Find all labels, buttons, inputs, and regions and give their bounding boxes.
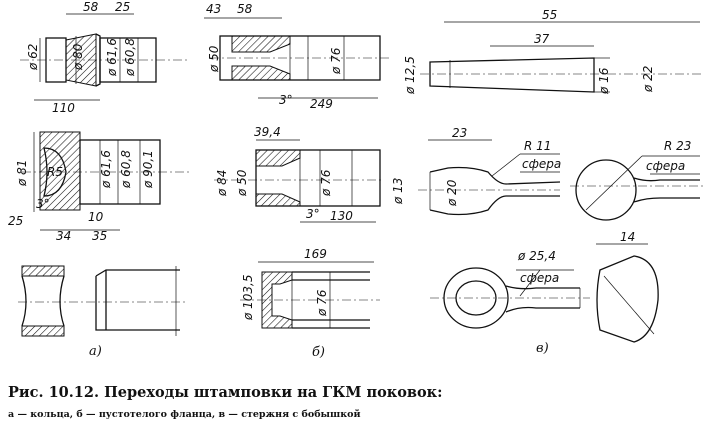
dim-dia608: ø 60,8 [123,38,137,77]
dim-dia20: ø 20 [445,179,459,207]
dim-249: 249 [310,97,333,111]
dim-sphere-3: сфера [520,271,559,285]
dim-dia76: ø 76 [329,47,343,75]
dim-dia76b: ø 76 [319,169,333,197]
panel-b-flange: 43 58 ø 50 ø 76 3° 249 39,4 ø 84 ø 50 ø … [204,2,392,360]
dim-dia608b: ø 60,8 [119,150,133,189]
dim-34: 34 [56,229,71,243]
dim-sphere-1: сфера [522,157,561,171]
rod-step-4 [430,243,659,343]
dim-dia125: ø 12,5 [403,56,417,95]
dim-130: 130 [330,209,353,223]
dim-10: 10 [88,210,104,224]
dim-dia13: ø 13 [391,178,405,205]
dim-23: 23 [452,126,467,140]
dim-dia50: ø 50 [207,45,221,73]
figure-legend: а — кольца, б — пустотелого фланца, в — … [8,409,361,420]
dim-dia616b: ø 61,6 [99,150,113,189]
panel-v-rod: 55 37 ø 12,5 ø 16 ø 22 23 R 11 сфера ø 1… [391,8,704,356]
dim-25b: 25 [8,214,23,228]
dim-dia62: ø 62 [26,44,40,71]
dim-394: 39,4 [254,125,281,139]
flange-step-3 [240,261,380,329]
rod-step-3 [570,155,704,221]
rod-step-2 [418,139,561,216]
dim-dia16: ø 16 [597,67,611,95]
dim-dia84: ø 84 [215,170,229,197]
dim-sphere-2: сфера [646,159,685,173]
ring-step-1 [20,13,190,101]
dim-r11: R 11 [524,139,551,153]
ring-step-3 [18,265,188,337]
dim-dia254: ø 25,4 [517,249,556,263]
flange-step-1 [204,17,392,99]
dim-dia81: ø 81 [15,160,29,187]
dim-dia616: ø 61,6 [105,38,119,77]
panel-label-a: а) [89,344,102,359]
dim-37: 37 [534,32,550,46]
dim-110: 110 [52,101,75,115]
dim-169: 169 [304,247,327,261]
panel-a-ring: 58 25 ø 62 ø 80 ø 61,6 ø 60,8 110 ø 81 R… [8,0,190,359]
dim-25: 25 [115,0,130,14]
dim-43: 43 [206,2,221,16]
dim-58: 58 [83,0,99,14]
dim-dia50b: ø 50 [235,169,249,197]
rod-step-1 [420,21,704,93]
dim-58b: 58 [237,2,253,16]
dim-ang3-b2: 3° [306,207,320,221]
dim-dia22: ø 22 [641,66,655,93]
panel-label-v: в) [536,341,549,356]
flange-step-2 [214,139,384,223]
ring-step-2 [22,131,190,231]
dim-55: 55 [542,8,557,22]
dim-ang3: 3° [36,197,50,211]
dim-dia901: ø 90,1 [141,150,155,189]
figure-caption: Рис. 10.12. Переходы штамповки на ГКМ по… [8,384,443,401]
dim-r23: R 23 [664,139,691,153]
dim-dia76c: ø 76 [315,289,329,317]
dim-dia1035: ø 103,5 [241,274,255,321]
dim-dia80: ø 80 [71,43,85,71]
dim-ang3-b1: 3° [279,93,293,107]
dim-r5: R5 [47,165,63,179]
dim-14: 14 [620,230,635,244]
panel-label-b: б) [312,345,325,360]
dim-35: 35 [92,229,107,243]
